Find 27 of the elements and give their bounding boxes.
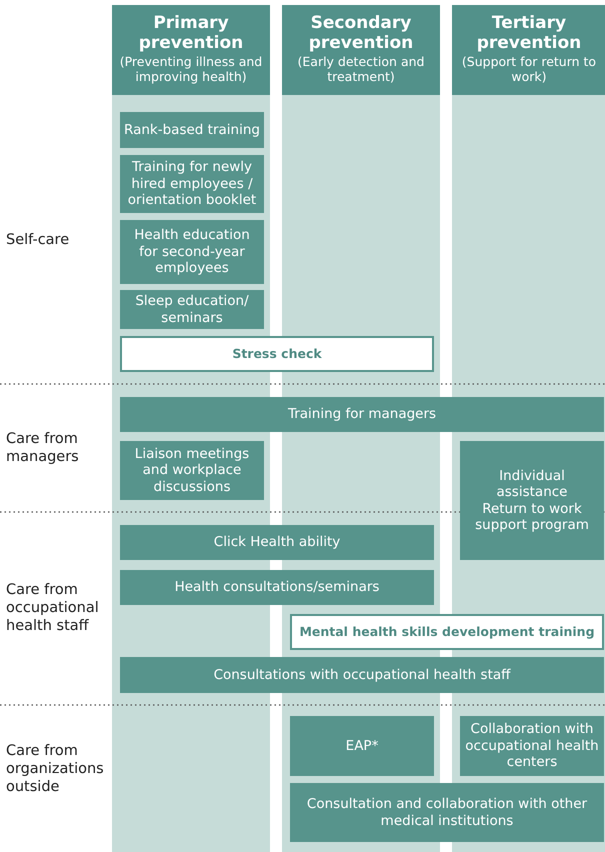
measure-box: Consultations with occupational health staff (120, 657, 604, 693)
measure-box: Health education for second-year employees (120, 220, 264, 284)
column-heading: Primary prevention (138, 13, 244, 53)
column-subtitle: (Preventing illness and improving health) (118, 54, 264, 84)
measure-box: Consultation and collaboration with other medical institutions (290, 783, 604, 842)
measure-box: Rank-based training (120, 112, 264, 148)
measure-box: Health consultations/seminars (120, 570, 434, 605)
measure-box: Collaboration with occupational health centers (460, 716, 604, 776)
column-subtitle: (Early detection and treatment) (296, 54, 426, 84)
row-label: Care from occupational health staff (6, 581, 100, 635)
measure-box: Mental health skills development training (290, 614, 604, 650)
measure-box: Stress check (120, 336, 434, 372)
box-text: Individual assistance (496, 468, 568, 500)
measure-box: Click Health ability (120, 525, 434, 560)
measure-box: EAP* (290, 716, 434, 776)
row-label: Care from organizations outside (6, 742, 105, 796)
row-label: Care from managers (6, 430, 80, 466)
measure-box: Training for newly hired employees / orientation booklet (120, 155, 264, 213)
column-subtitle: (Support for return to work) (460, 54, 598, 84)
column-heading: Secondary prevention (308, 13, 414, 53)
measure-box (460, 441, 604, 560)
column-heading: Tertiary prevention (476, 13, 582, 53)
measure-box: Liaison meetings and workplace discussions (120, 441, 264, 500)
box-text: Return to work support program (474, 500, 590, 534)
measure-box: Sleep education/ seminars (120, 290, 264, 329)
row-label: Self-care (6, 231, 70, 249)
measure-box: Training for managers (120, 397, 604, 432)
